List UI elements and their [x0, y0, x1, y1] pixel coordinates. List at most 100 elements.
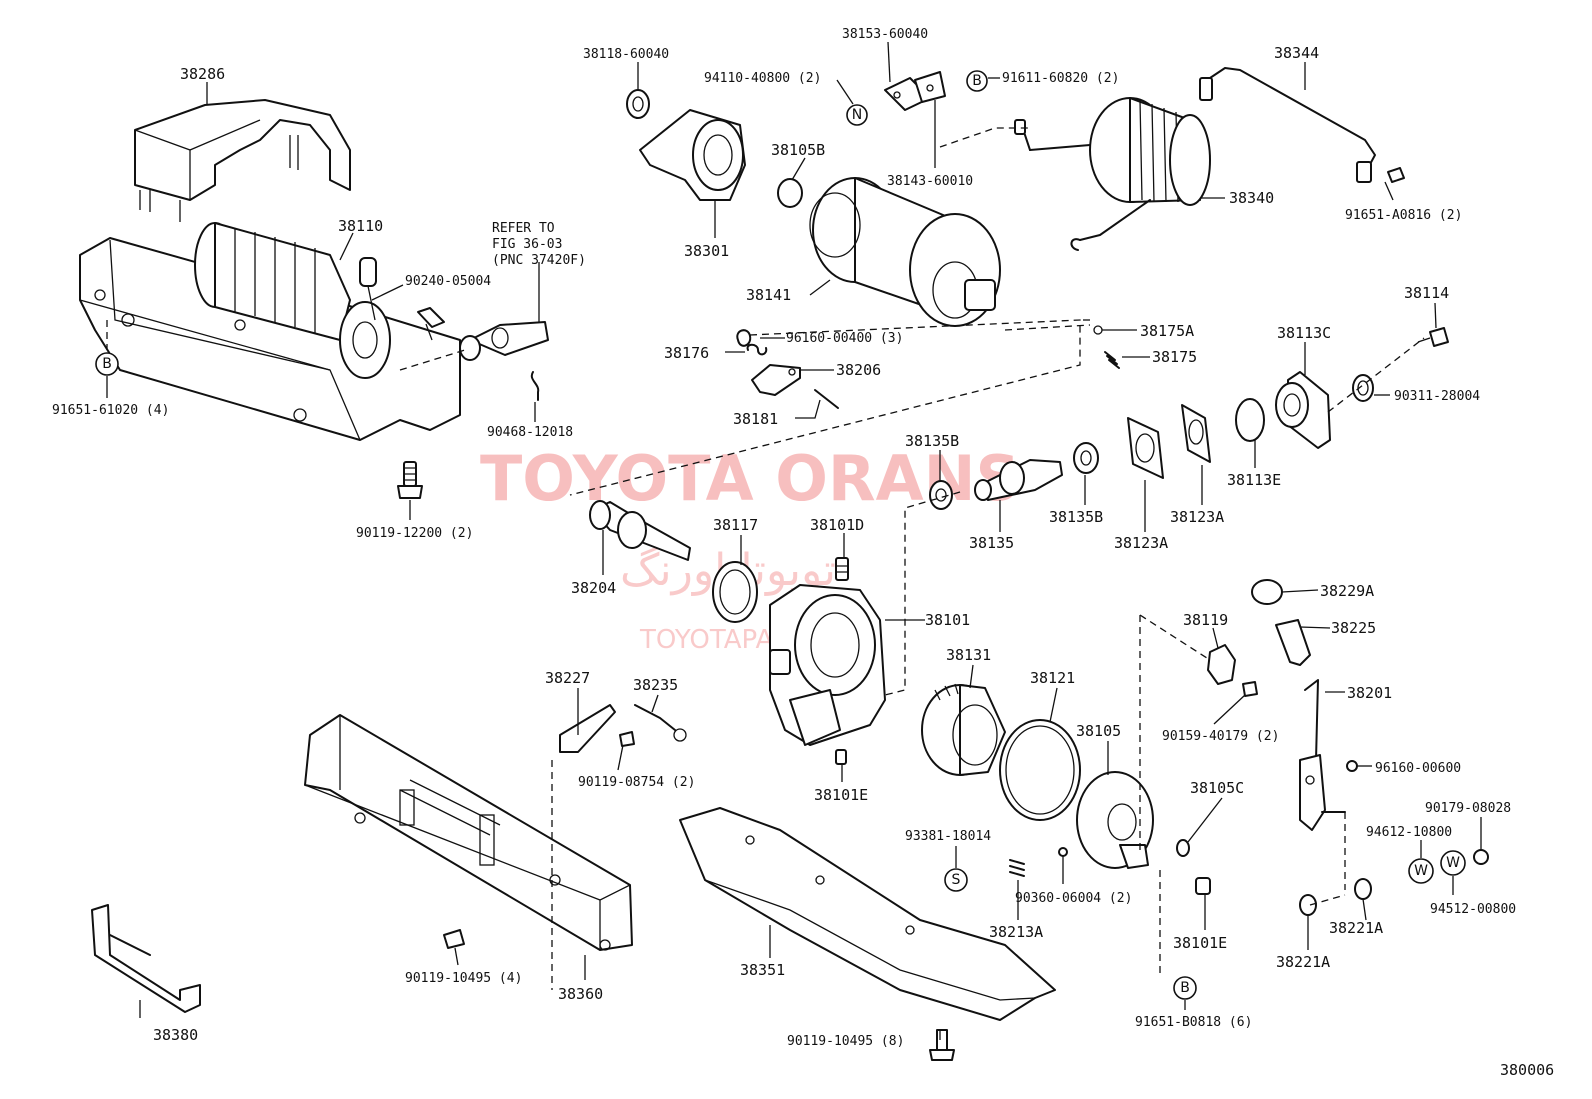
cotter-pin-90468 — [530, 371, 540, 401]
detent-38119 — [1207, 644, 1236, 685]
bushing-38221a-right — [1354, 878, 1372, 900]
svg-text:B: B — [1180, 980, 1190, 996]
label-38235: 38235 — [633, 676, 678, 694]
label-38221a-right: 38221A — [1329, 919, 1383, 937]
label-94612-10800: 94612-10800 — [1366, 825, 1452, 840]
rod-38344 — [1199, 67, 1376, 183]
bolt-90119-08754 — [619, 731, 635, 747]
cover-38105 — [1076, 771, 1154, 869]
label-38135: 38135 — [969, 534, 1014, 552]
clip-96160-00400 — [736, 329, 752, 347]
label-38229a: 38229A — [1320, 582, 1374, 600]
bolt-90159 — [1242, 681, 1258, 697]
housing-38113c — [1275, 371, 1331, 449]
plug-38101e-bot — [1195, 877, 1211, 895]
washer-badge-94612: W — [1408, 858, 1434, 884]
label-38105b: 38105B — [771, 141, 825, 159]
label-90311-28004: 90311-28004 — [1394, 389, 1480, 404]
svg-text:N: N — [852, 107, 862, 123]
label-38213a: 38213A — [989, 923, 1043, 941]
label-38101e-mid: 38101E — [814, 786, 868, 804]
label-96160-00400: 96160-00400 (3) — [786, 331, 903, 346]
plate-38153 — [884, 71, 946, 111]
label-38225: 38225 — [1331, 619, 1376, 637]
label-96160-00600: 96160-00600 — [1375, 761, 1461, 776]
label-38175a: 38175A — [1140, 322, 1194, 340]
svg-text:W: W — [1414, 863, 1428, 879]
badge-b-91651-b0818: B — [1173, 976, 1197, 1000]
label-90119-12200: 90119-12200 (2) — [356, 526, 473, 541]
svg-text:W: W — [1446, 855, 1460, 871]
label-38121: 38121 — [1030, 669, 1075, 687]
label-38340: 38340 — [1229, 189, 1274, 207]
skid-plate-38351 — [679, 807, 1056, 1021]
label-38360: 38360 — [558, 985, 603, 1003]
bushing-38118 — [626, 89, 650, 119]
badge-b-91651-61020: B — [95, 352, 119, 376]
clip-96160-00600 — [1346, 760, 1358, 772]
gasket-38123a-right — [1181, 404, 1211, 463]
label-90179-08028: 90179-08028 — [1425, 801, 1511, 816]
label-38380: 38380 — [153, 1026, 198, 1044]
label-38153-60040: 38153-60040 — [842, 27, 928, 42]
label-91651-a0816: 91651-A0816 (2) — [1345, 208, 1462, 223]
label-38221a-left: 38221A — [1276, 953, 1330, 971]
bracket-38301 — [639, 109, 746, 201]
pin-38181 — [814, 389, 839, 409]
label-93381-18014: 93381-18014 — [905, 829, 991, 844]
bolt-38114 — [1417, 327, 1449, 347]
gear-case-38101 — [769, 584, 886, 746]
washer-badge-94512: W — [1440, 850, 1466, 876]
frame-38360 — [304, 714, 633, 951]
label-38351: 38351 — [740, 961, 785, 979]
shaft-38135 — [974, 459, 1063, 501]
gasket-38121 — [999, 719, 1081, 821]
label-38105c: 38105C — [1190, 779, 1244, 797]
bolt-90119-10495-8 — [929, 1029, 955, 1061]
spring-38213a — [1009, 859, 1025, 877]
watermark-main: TOYOTA ORANS — [480, 442, 1020, 515]
refer-line1: REFER TO — [492, 221, 555, 236]
label-38143-60010: 38143-60010 — [887, 174, 973, 189]
spring-38175 — [1093, 325, 1120, 369]
svg-text:B: B — [102, 356, 112, 372]
label-38110: 38110 — [338, 217, 383, 235]
bolt-90119-12200 — [397, 461, 423, 499]
label-38114: 38114 — [1404, 284, 1449, 302]
label-38176: 38176 — [664, 344, 709, 362]
cover-38286 — [134, 99, 351, 222]
knob-38225 — [1275, 619, 1311, 666]
shaft-38204 — [589, 500, 691, 561]
spring-38176 — [746, 343, 768, 356]
label-38113c: 38113C — [1277, 324, 1331, 342]
o-ring-38105c — [1176, 839, 1190, 857]
label-90468-12018: 90468-12018 — [487, 425, 573, 440]
diagram-code: 380006 — [1500, 1061, 1554, 1079]
refer-line3: (PNC 37420F) — [492, 253, 586, 268]
label-38227: 38227 — [545, 669, 590, 687]
bushing-38135b-left — [929, 480, 953, 510]
label-38141: 38141 — [746, 286, 791, 304]
label-38135b-bot: 38135B — [1049, 508, 1103, 526]
ring-gear-38131 — [921, 683, 1006, 776]
ball-90360 — [1058, 847, 1068, 857]
label-90119-10495-8: 90119-10495 (8) — [787, 1034, 904, 1049]
leader-lines — [106, 41, 1482, 1040]
svg-text:S: S — [952, 872, 961, 888]
bolt-90119-10495-4 — [443, 929, 465, 949]
label-90240-05004: 90240-05004 — [405, 274, 491, 289]
label-38101: 38101 — [925, 611, 970, 629]
part-labels: 38286 38110 90240-05004 REFER TO FIG 36-… — [52, 27, 1554, 1079]
label-38118-60040: 38118-60040 — [583, 47, 669, 62]
label-38117: 38117 — [713, 516, 758, 534]
label-90119-08754: 90119-08754 (2) — [578, 775, 695, 790]
plug-38105b — [777, 178, 803, 208]
label-91651-b0818: 91651-B0818 (6) — [1135, 1015, 1252, 1030]
label-38301: 38301 — [684, 242, 729, 260]
label-38204: 38204 — [571, 579, 616, 597]
gasket-38123a-left — [1127, 417, 1164, 479]
label-38181: 38181 — [733, 410, 778, 428]
drum-38141 — [809, 177, 1001, 327]
label-38206: 38206 — [836, 361, 881, 379]
